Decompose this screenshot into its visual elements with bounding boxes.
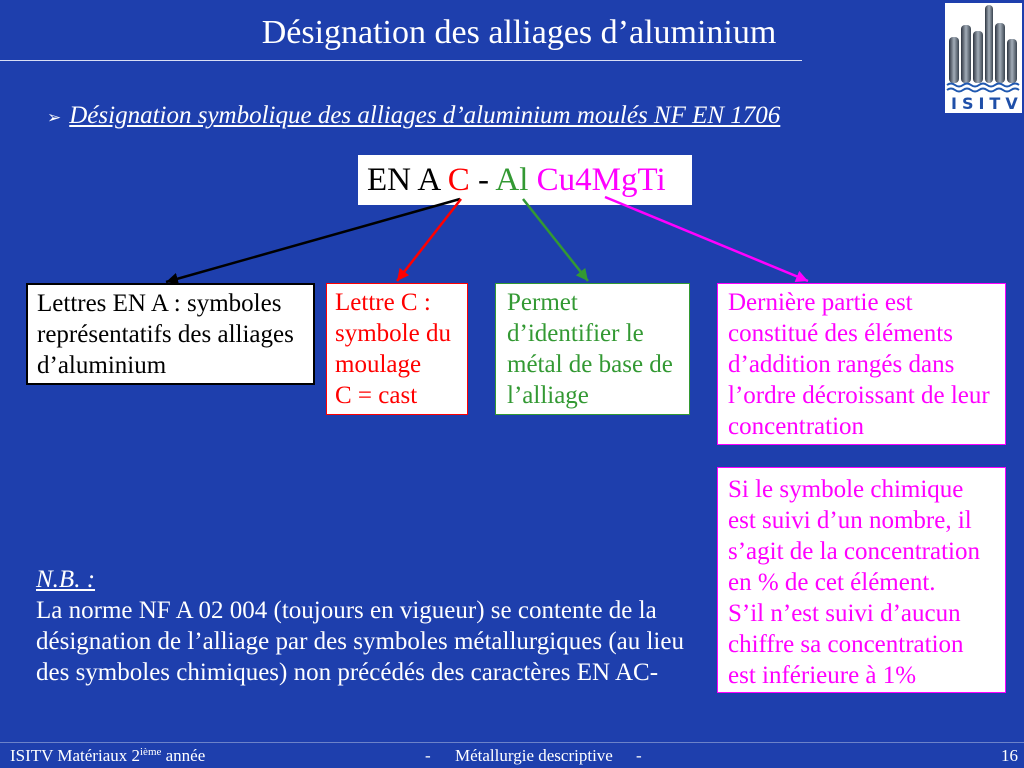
box-line: en % de cet élément. <box>728 569 936 596</box>
arrow-to-prefix-box <box>165 197 461 285</box>
box-line: concentration <box>728 413 865 440</box>
box-line: Permet <box>507 289 578 316</box>
footer-subject: Métallurgie descriptive <box>455 746 613 765</box>
note-line: désignation de l’alliage par des symbole… <box>36 628 684 655</box>
box-line: d’identifier le <box>507 320 644 347</box>
box-line: chiffre sa concentration <box>728 631 964 658</box>
box-line: l’ordre décroissant de leur <box>728 382 990 409</box>
base-metal-explanation-box: Permet d’identifier le métal de base de … <box>495 283 690 415</box>
title-divider <box>0 60 802 61</box>
subtitle-text: Désignation symbolique des alliages d’al… <box>69 102 781 129</box>
logo-waves <box>946 82 1020 93</box>
box-line: Lettres EN A : symboles <box>37 290 282 317</box>
subtitle: ➢ Désignation symbolique des alliages d’a… <box>47 100 780 134</box>
logo-columns <box>949 5 1017 83</box>
footer-dash-right: - <box>636 746 642 765</box>
additions-explanation-box: Dernière partie est constitué des élémen… <box>717 283 1006 445</box>
footer-course-sup: ième <box>140 746 162 758</box>
concentration-explanation-box: Si le symbole chimique est suivi d’un no… <box>717 467 1006 693</box>
note-line: La norme NF A 02 004 (toujours en vigueu… <box>36 597 657 624</box>
box-line: d’aluminium <box>37 352 167 379</box>
box-line: Si le symbole chimique <box>728 476 964 503</box>
designation-base-metal: Al <box>495 162 529 198</box>
box-line: C = cast <box>335 382 418 409</box>
box-line: moulage <box>335 351 422 378</box>
box-line: est inférieure à 1% <box>728 662 917 689</box>
casting-explanation-box: Lettre C : symbole du moulage C = cast <box>326 283 468 415</box>
box-line: est suivi d’un nombre, il <box>728 507 972 534</box>
box-line: Dernière partie est <box>728 289 913 316</box>
designation-separator: - <box>477 162 489 198</box>
box-line: symbole du <box>335 320 451 347</box>
note-label: N.B. : <box>36 566 96 593</box>
designation-prefix: EN A <box>367 162 440 198</box>
note-block: N.B. : La norme NF A 02 004 (toujours en… <box>36 564 684 688</box>
box-line: s’agit de la concentration <box>728 538 980 565</box>
logo-lettering: ISITV <box>951 94 1022 113</box>
box-line: S’il n’est suivi d’aucun <box>728 600 961 627</box>
designation-box: EN A C - Al Cu4MgTi <box>358 155 692 205</box>
footer-course-main: ISITV Matériaux 2 <box>10 746 140 765</box>
isitv-logo: ISITV <box>945 3 1022 113</box>
prefix-explanation-box: Lettres EN A : symboles représentatifs d… <box>26 283 315 385</box>
designation-casting-letter: C <box>447 162 470 198</box>
box-line: métal de base de <box>507 351 673 378</box>
slide-footer: ISITV Matériaux 2ième année - Métallurgi… <box>0 742 1024 768</box>
footer-course-end: année <box>165 746 206 765</box>
arrow-to-casting-box <box>396 198 462 282</box>
box-line: Lettre C : <box>335 289 431 316</box>
arrow-to-base-metal-box <box>522 198 589 282</box>
box-line: représentatifs des alliages <box>37 321 294 348</box>
slide-title: Désignation des alliages d’aluminium <box>261 14 777 51</box>
footer-course: ISITV Matériaux 2ième année <box>10 743 205 768</box>
box-line: l’alliage <box>507 382 589 409</box>
designation-additions: Cu4MgTi <box>536 162 666 198</box>
arrow-to-additions-box <box>604 195 809 283</box>
page-number: 16 <box>1001 746 1018 765</box>
footer-dash-left: - <box>425 746 431 765</box>
box-line: d’addition rangés dans <box>728 351 955 378</box>
arrow-bullet-icon: ➢ <box>47 108 62 128</box>
box-line: constitué des éléments <box>728 320 953 347</box>
note-line: des symboles chimiques) non précédés des… <box>36 659 659 686</box>
